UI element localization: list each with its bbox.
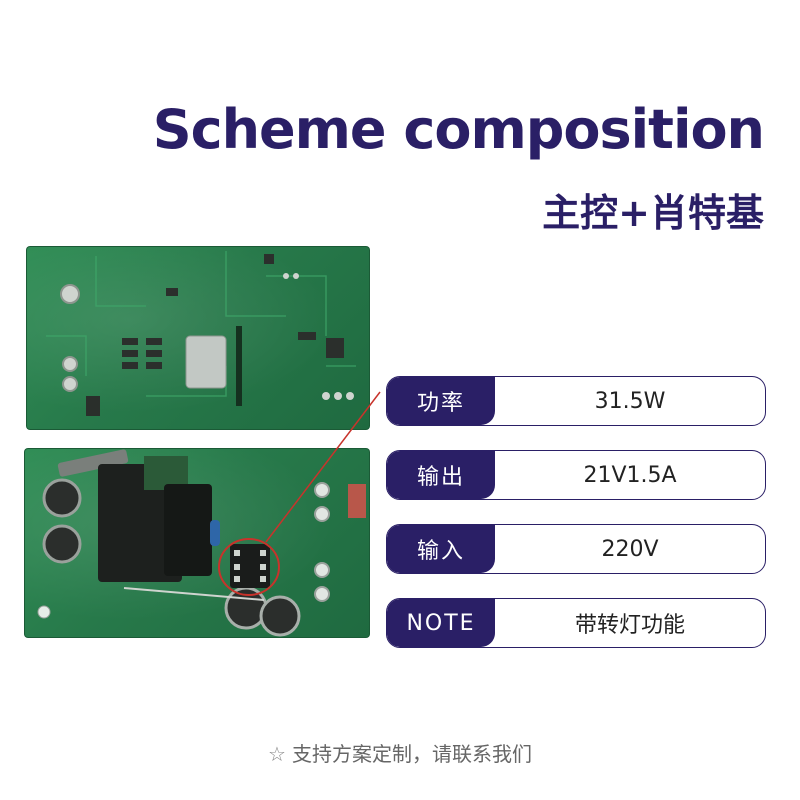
spec-value: 21V1.5A xyxy=(583,462,677,488)
spec-value: 带转灯功能 xyxy=(574,613,685,638)
star-outline-icon: ☆ xyxy=(268,742,286,766)
pcb-top-photo xyxy=(26,246,370,430)
spec-row-note: NOTE 带转灯功能 xyxy=(386,598,766,648)
spec-value: 220V xyxy=(601,536,659,562)
pcb-bottom-photo xyxy=(24,448,370,638)
spec-row-power: 功率 31.5W xyxy=(386,376,766,426)
footer-text: 支持方案定制，请联系我们 xyxy=(291,742,532,766)
spec-value: 31.5W xyxy=(594,388,666,414)
spec-row-input: 输入 220V xyxy=(386,524,766,574)
page-title: Scheme composition xyxy=(152,98,765,161)
spec-label: 输出 xyxy=(387,451,495,499)
spec-label: 输入 xyxy=(387,525,495,573)
footer-note: ☆支持方案定制，请联系我们 xyxy=(0,738,800,767)
spec-row-output: 输出 21V1.5A xyxy=(386,450,766,500)
page-subtitle: 主控+肖特基 xyxy=(542,191,764,235)
spec-label: NOTE xyxy=(387,599,495,647)
spec-label: 功率 xyxy=(387,377,495,425)
